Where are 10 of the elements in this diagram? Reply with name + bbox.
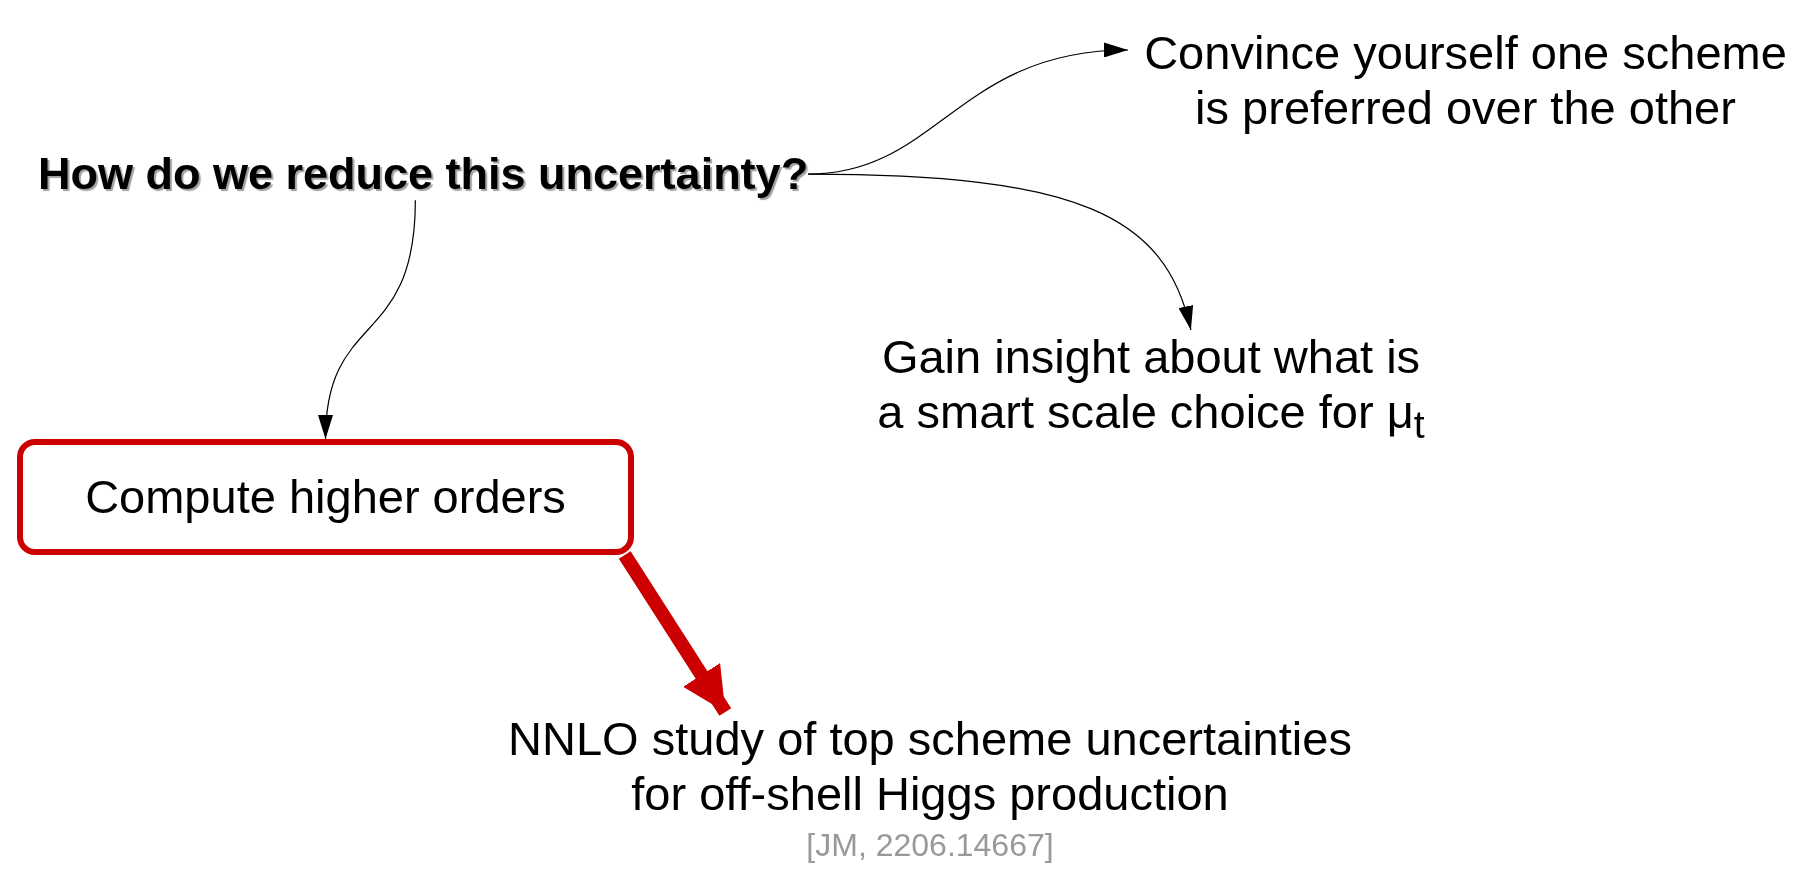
box-label: Compute higher orders bbox=[85, 469, 566, 525]
process-box bbox=[17, 439, 634, 555]
note-text: Gain insight about what is a smart scale choice for μ$_{t}$ bbox=[866, 330, 1436, 448]
result-text: NNLO study of top scheme uncertainties for off-shell Higgs production bbox=[485, 712, 1375, 822]
curved-arrow bbox=[319, 199, 416, 440]
curved-arrow bbox=[807, 173, 1192, 331]
citation-text: [JM, 2206.14667] bbox=[806, 827, 1054, 865]
note-text: Convince yourself one scheme is preferred over the other bbox=[1128, 26, 1803, 136]
thick-arrow bbox=[618, 551, 732, 716]
question-text: How do we reduce this uncertainty? bbox=[38, 148, 809, 201]
